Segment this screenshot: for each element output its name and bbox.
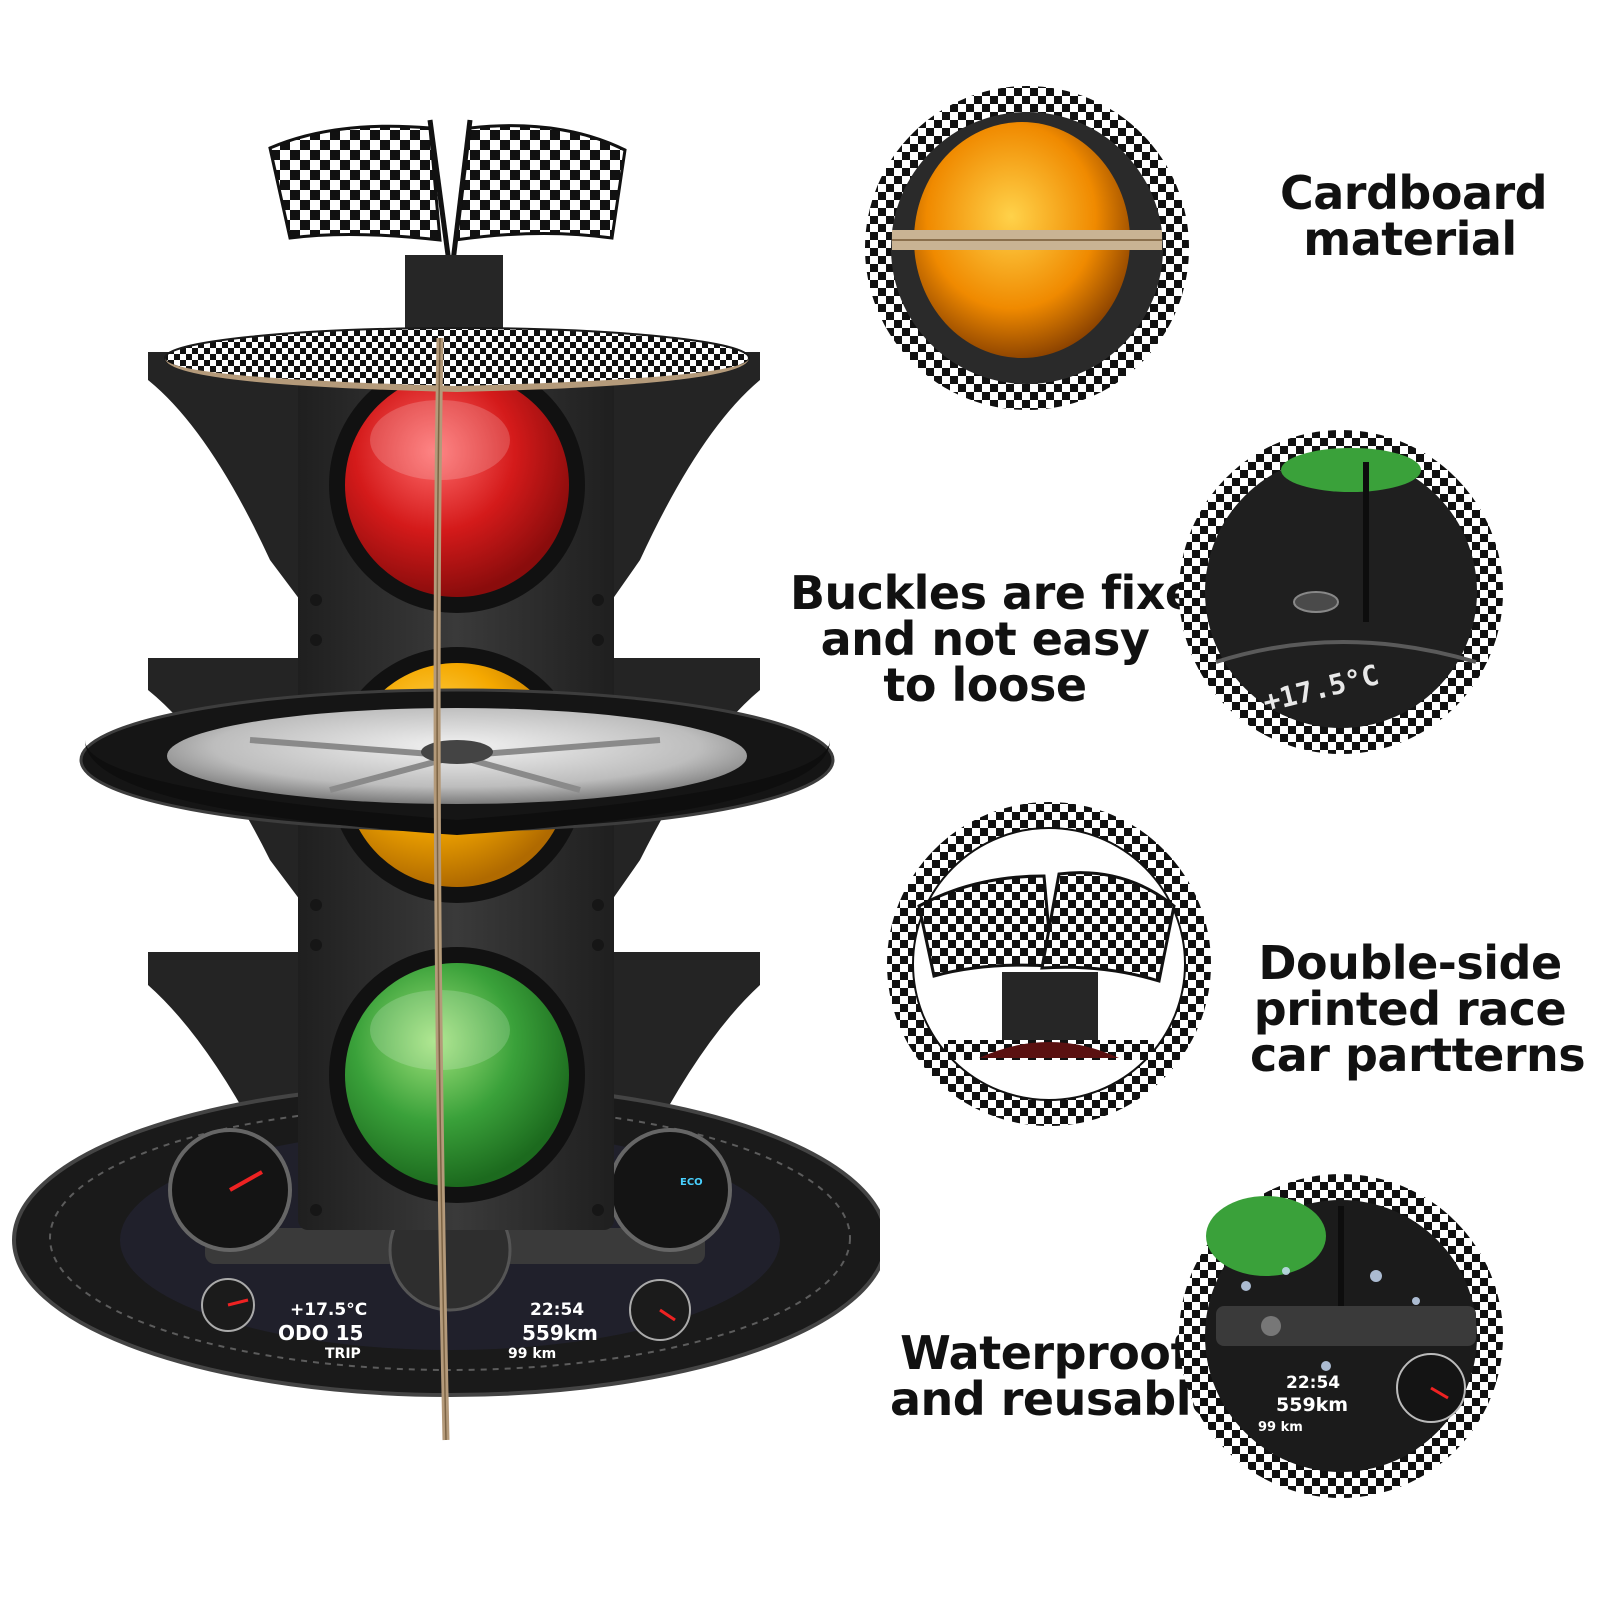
dashboard-odo: ODO 15 [278, 1321, 363, 1345]
waterproof-closeup-range: 559km [1276, 1394, 1348, 1416]
dashboard-range: 559km [522, 1321, 598, 1345]
dashboard-temperature: +17.5°C [290, 1300, 367, 1320]
flag-topper-closeup [887, 802, 1211, 1126]
waterproof-closeup-trip-km: 99 km [1258, 1420, 1303, 1435]
dashboard-time: 22:54 [530, 1300, 584, 1320]
dashboard-trip: TRIP [325, 1346, 361, 1362]
waterproof-closeup-time: 22:54 [1286, 1373, 1340, 1393]
traffic-light-cupcake-stand: +17.5°C ODO 15 TRIP 22:54 559km 99 km EC… [12, 119, 880, 1441]
top-tier-checkered-plate [164, 327, 750, 392]
middle-tier-tire [79, 688, 835, 835]
feature-waterproof-reusable: Waterproof and reusable [890, 1326, 1222, 1426]
checkered-flag-left-icon [268, 119, 453, 271]
feature-buckles-fixed: Buckles are fixed and not easy to loose [790, 566, 1229, 712]
green-light [345, 963, 569, 1187]
red-light [345, 373, 569, 597]
dashboard-eco: ECO [680, 1177, 703, 1188]
buckle-closeup: +17.5°C [1179, 430, 1503, 754]
checkered-flag-right-icon [449, 119, 627, 271]
feature-cardboard-material: Cardboard material [1280, 166, 1548, 266]
dashboard-trip-km: 99 km [508, 1346, 556, 1362]
feature-double-side-printed: Double-side printed race car partterns [1250, 936, 1586, 1082]
waterproof-closeup: 22:54 559km 99 km [1179, 1174, 1503, 1498]
cardboard-closeup [865, 86, 1189, 410]
